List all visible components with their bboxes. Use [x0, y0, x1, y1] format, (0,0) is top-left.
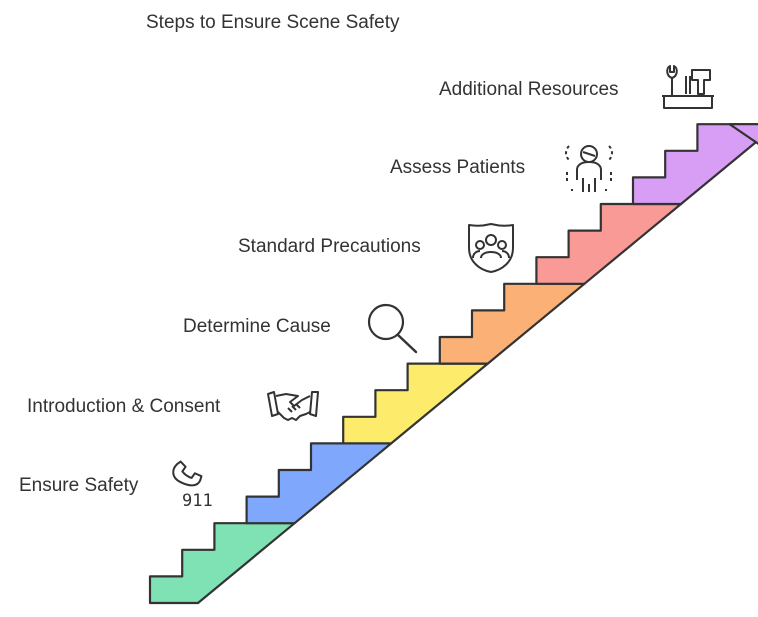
step-label-additional-resources: Additional Resources	[439, 79, 619, 100]
step-label-assess-patients: Assess Patients	[390, 157, 526, 178]
stair-block-6	[631, 123, 758, 206]
stair-block-4	[438, 282, 586, 365]
diagram-title: Steps to Ensure Scene Safety	[146, 12, 400, 33]
stair-block-2	[245, 442, 393, 525]
shield-people-icon	[468, 223, 514, 273]
step-label-introduction-consent: Introduction & Consent	[27, 396, 221, 417]
stair-top-landing	[728, 123, 758, 145]
stair-block-5	[535, 202, 683, 285]
toolbox-icon	[662, 65, 714, 109]
step-label-ensure-safety: Ensure Safety	[19, 475, 139, 496]
phone-911-icon: 911	[172, 460, 213, 511]
stair-block-3	[342, 362, 489, 445]
magnifier-icon	[367, 303, 418, 354]
person-assessment-icon	[565, 145, 613, 192]
step-label-standard-precautions: Standard Precautions	[238, 236, 421, 257]
step-label-determine-cause: Determine Cause	[183, 316, 331, 337]
icon-911-text: 911	[182, 491, 213, 511]
handshake-icon	[267, 391, 319, 421]
stair-block-1	[148, 522, 296, 605]
